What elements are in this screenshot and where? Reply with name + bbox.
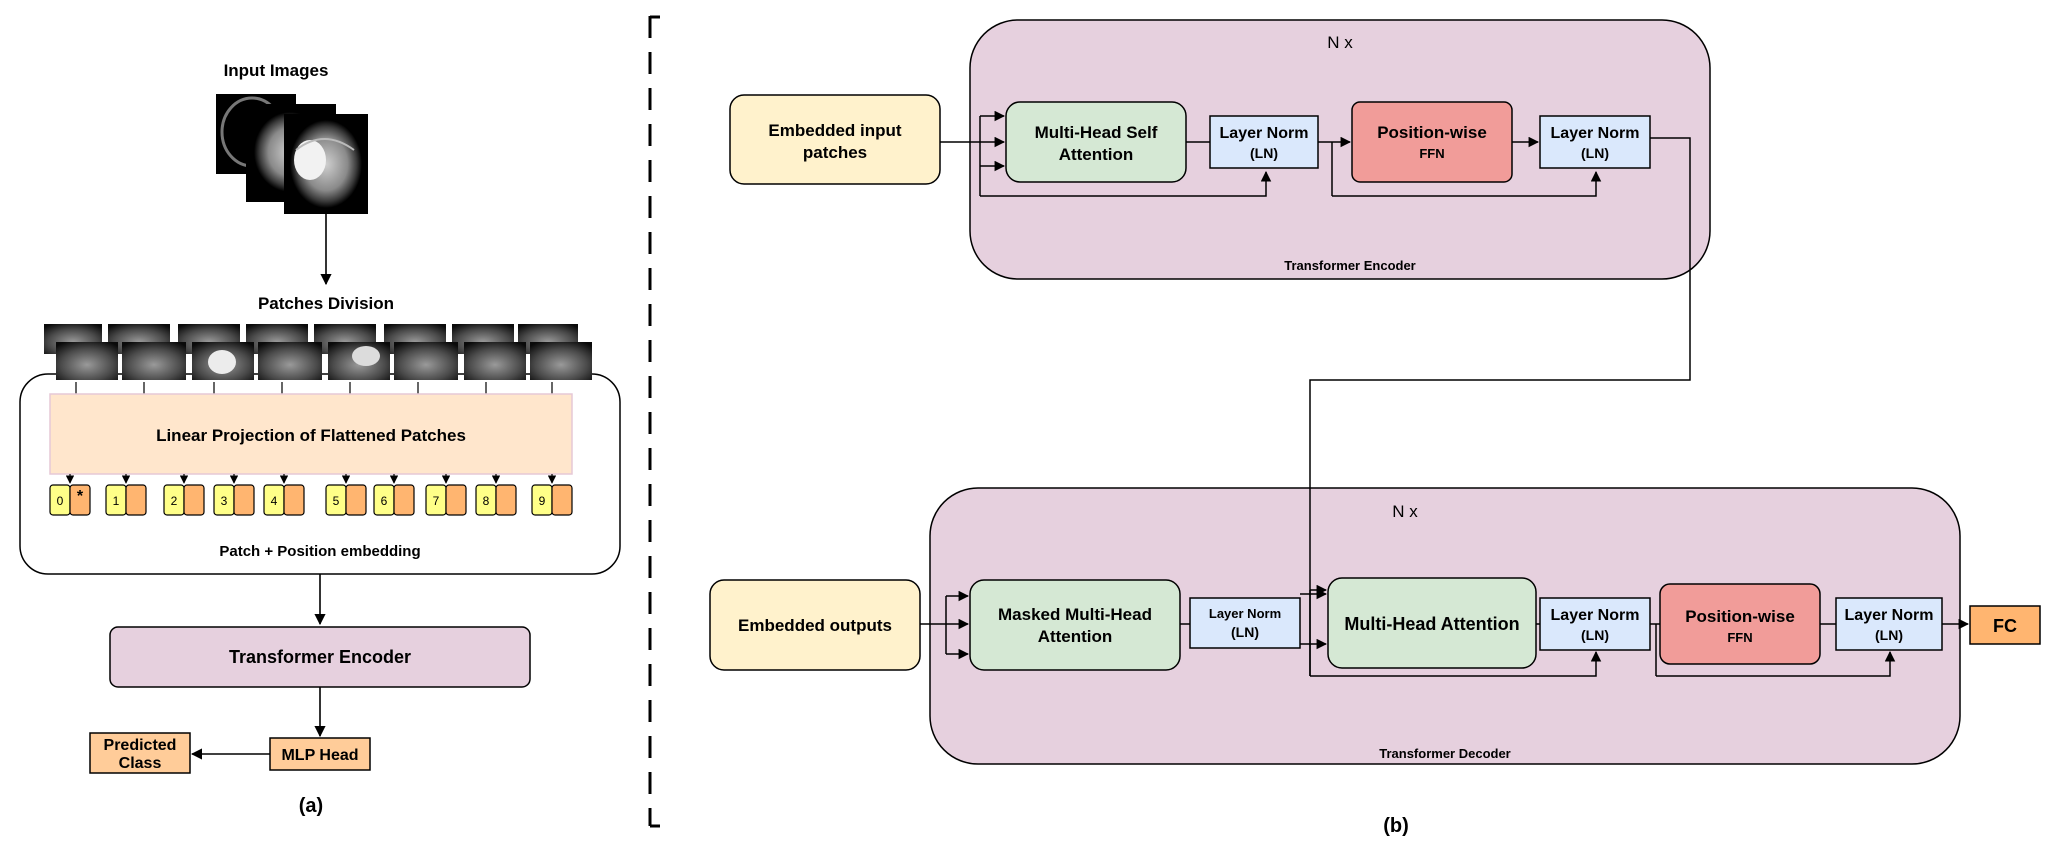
enc-ln2-sub: (LN) bbox=[1581, 145, 1609, 161]
enc-ln1-sub: (LN) bbox=[1250, 145, 1278, 161]
decoder-repeat-label: N x bbox=[1392, 502, 1418, 521]
dec-ln1-sub: (LN) bbox=[1231, 624, 1259, 640]
encoder-position-wise-ffn bbox=[1351, 101, 1513, 183]
decoder-layer-norm-2 bbox=[1539, 597, 1651, 651]
token-patch-cell bbox=[283, 484, 305, 516]
token-patch-cell bbox=[393, 484, 415, 516]
dec-ln2-title: Layer Norm bbox=[1551, 607, 1640, 624]
multi-head-self-attention-box bbox=[1005, 101, 1187, 183]
token-index-label: 5 bbox=[333, 494, 340, 508]
token-patch-cell bbox=[125, 484, 147, 516]
enc-ffn-title: Position-wise bbox=[1377, 123, 1487, 142]
encoder-block-label: Transformer Encoder bbox=[1284, 258, 1416, 273]
embedded-outputs-box bbox=[709, 579, 921, 671]
dec-ffn-title: Position-wise bbox=[1685, 607, 1795, 626]
caption-a: (a) bbox=[299, 795, 323, 817]
patches-division-label: Patches Division bbox=[258, 294, 394, 313]
dec-ln3-sub: (LN) bbox=[1875, 627, 1903, 643]
token-index-label: 6 bbox=[381, 494, 388, 508]
encoder-repeat-label: N x bbox=[1327, 33, 1353, 52]
fc-box bbox=[1969, 605, 2041, 645]
predicted-class-line2: Class bbox=[119, 755, 162, 772]
embedded-input-line2: patches bbox=[803, 143, 867, 162]
caption-b: (b) bbox=[1383, 815, 1409, 837]
token-index-label: 1 bbox=[113, 494, 120, 508]
input-mri-images bbox=[216, 94, 368, 214]
embedded-input-line1: Embedded input bbox=[768, 121, 902, 140]
enc-ffn-sub: FFN bbox=[1419, 146, 1444, 161]
dec-ln2-sub: (LN) bbox=[1581, 627, 1609, 643]
masked-line2: Attention bbox=[1038, 627, 1113, 646]
mlp-head-label: MLP Head bbox=[281, 747, 358, 764]
dec-ln3-title: Layer Norm bbox=[1845, 607, 1934, 624]
encoder-layer-norm-1 bbox=[1209, 115, 1319, 169]
encoder-layer-norm-2 bbox=[1539, 115, 1651, 169]
panel-b-decoder: N x Transformer Decoder Embedded outputs… bbox=[709, 487, 2041, 837]
embedded-outputs-label: Embedded outputs bbox=[738, 616, 892, 635]
predicted-class-box bbox=[89, 732, 191, 774]
token-index-label: 2 bbox=[171, 494, 178, 508]
token-index-label: 0 bbox=[57, 494, 64, 508]
token-patch-cell bbox=[495, 484, 517, 516]
enc-ln1-title: Layer Norm bbox=[1220, 125, 1309, 142]
mha-label: Multi-Head Attention bbox=[1344, 614, 1519, 634]
class-token-mark: * bbox=[77, 488, 84, 505]
transformer-encoder-label: Transformer Encoder bbox=[229, 647, 411, 667]
mhsa-line1: Multi-Head Self bbox=[1035, 123, 1158, 142]
enc-ln2-title: Layer Norm bbox=[1551, 125, 1640, 142]
token-index-label: 9 bbox=[539, 494, 546, 508]
patch-position-label: Patch + Position embedding bbox=[219, 543, 420, 560]
mhsa-line2: Attention bbox=[1059, 145, 1134, 164]
token-index-label: 8 bbox=[483, 494, 490, 508]
decoder-block-label: Transformer Decoder bbox=[1379, 746, 1511, 761]
token-index-label: 7 bbox=[433, 494, 440, 508]
dec-ffn-sub: FFN bbox=[1727, 630, 1752, 645]
masked-multi-head-attention-box bbox=[969, 579, 1181, 671]
linear-projection-label: Linear Projection of Flattened Patches bbox=[156, 426, 466, 445]
token-patch-cell bbox=[551, 484, 573, 516]
multi-head-attention-box bbox=[1327, 577, 1537, 669]
panel-b-encoder: N x Transformer Encoder Embedded input p… bbox=[729, 19, 1711, 676]
fc-label: FC bbox=[1993, 616, 2017, 636]
panel-a: Input Images Patches Division bbox=[19, 61, 621, 817]
decoder-layer-norm-1 bbox=[1189, 597, 1301, 649]
linear-projection-box bbox=[49, 393, 573, 475]
token-patch-cell bbox=[183, 484, 205, 516]
token-index-label: 4 bbox=[271, 494, 278, 508]
encoder-block bbox=[969, 19, 1711, 280]
input-images-label: Input Images bbox=[224, 61, 329, 80]
token-patch-cell bbox=[445, 484, 467, 516]
token-patch-cell bbox=[69, 484, 91, 516]
dec-ln1-title: Layer Norm bbox=[1209, 606, 1281, 621]
token-patch-cell bbox=[233, 484, 255, 516]
panel-divider bbox=[648, 15, 660, 828]
token-index-label: 3 bbox=[221, 494, 228, 508]
embedded-input-patches-box bbox=[729, 94, 941, 185]
embedding-tokens: 0 * 1 2 3 4 5 6 7 8 9 bbox=[49, 474, 573, 516]
masked-line1: Masked Multi-Head bbox=[998, 605, 1152, 624]
token-patch-cell bbox=[345, 484, 367, 516]
predicted-class-line1: Predicted bbox=[104, 737, 177, 754]
